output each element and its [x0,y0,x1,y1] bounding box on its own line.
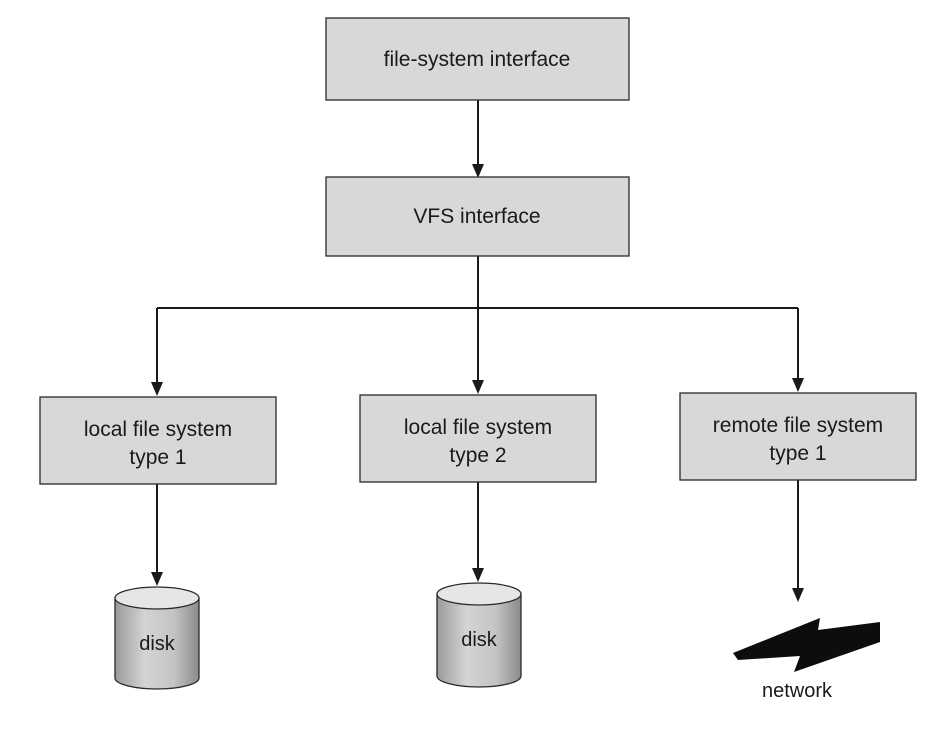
arrowhead-local1 [151,382,163,396]
disk-label: disk [139,633,176,655]
node-label-line2: type 2 [449,444,506,467]
node-label-line1: remote file system [713,414,883,437]
node-label-line2: type 1 [129,446,186,469]
arrowhead-network [792,588,804,602]
arrowhead-disk2 [472,568,484,582]
network-label: network [762,680,833,702]
disk-2-icon: disk [436,582,522,688]
arrowhead-vfs [472,164,484,178]
disk-1-icon: disk [114,586,200,690]
disk-label: disk [461,629,498,651]
node-local-file-system-type-2: local file system type 2 [359,394,597,483]
lightning-bolt-icon [733,618,880,672]
node-file-system-interface: file-system interface [325,17,630,101]
arrowhead-local2 [472,380,484,394]
arrowhead-disk1 [151,572,163,586]
node-label-line2: type 1 [769,442,826,465]
node-label-line1: local file system [84,418,232,441]
edges [151,100,804,602]
node-vfs-interface: VFS interface [325,176,630,257]
node-remote-file-system-type-1: remote file system type 1 [679,392,917,481]
node-label: file-system interface [384,48,571,71]
arrowhead-remote1 [792,378,804,392]
node-local-file-system-type-1: local file system type 1 [39,396,277,485]
node-label: VFS interface [413,205,540,228]
network-icon: network [733,618,880,702]
node-label-line1: local file system [404,416,552,439]
